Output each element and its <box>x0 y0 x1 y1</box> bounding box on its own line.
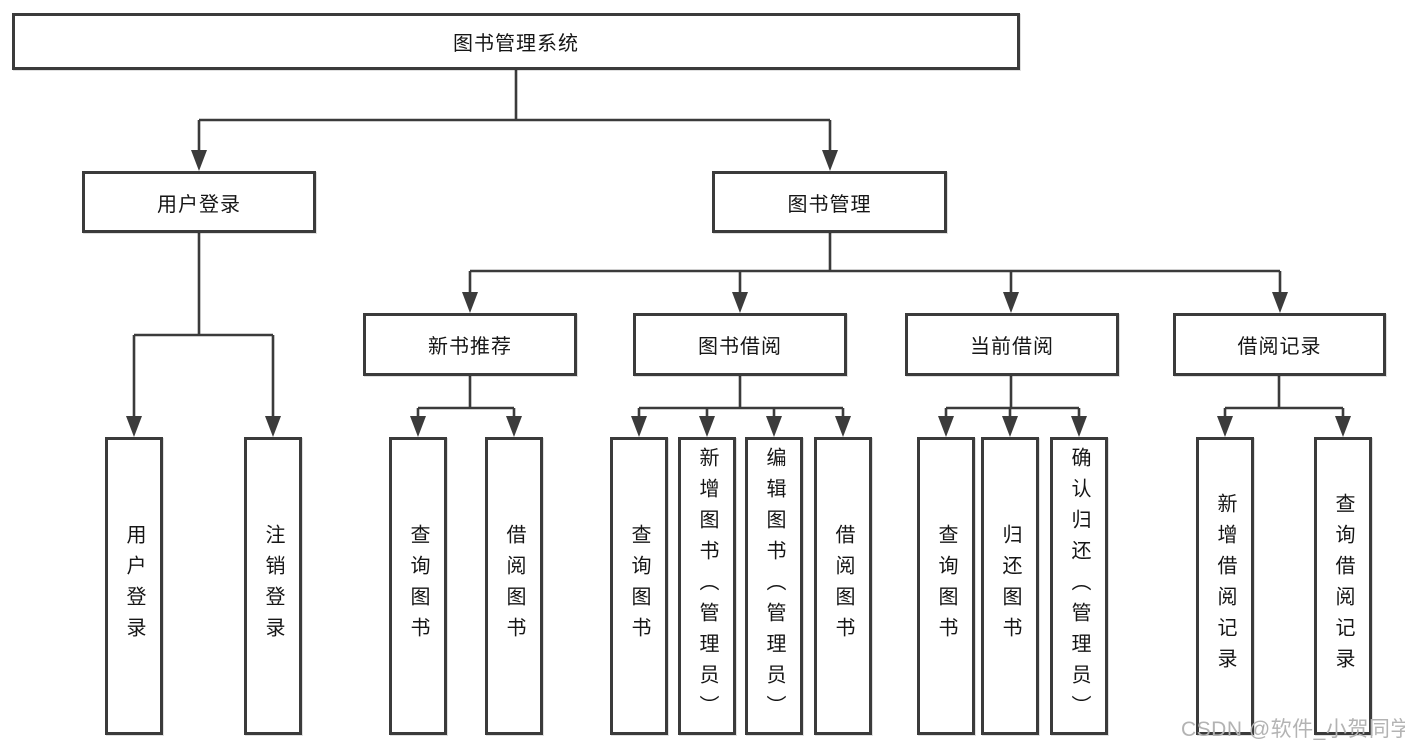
csdn-watermark: CSDN @软件_小贺同学 <box>1181 718 1405 741</box>
node-user-login: 用户登录 <box>82 171 316 233</box>
leaf-add-books-admin: 新增图书（管理员） <box>678 437 736 735</box>
leaf-borrow-books: 借阅图书 <box>814 437 872 735</box>
connector-lines <box>132 70 1345 432</box>
leaf-return-books: 归还图书 <box>981 437 1039 735</box>
leaf-confirm-return-admin: 确认归还（管理员） <box>1050 437 1108 735</box>
leaf-query-borrow-record: 查询借阅记录 <box>1314 437 1372 735</box>
node-book-management: 图书管理 <box>712 171 947 233</box>
leaf-query-books-recommend: 查询图书 <box>389 437 447 735</box>
node-library-management-system: 图书管理系统 <box>12 13 1020 70</box>
node-new-book-recommend: 新书推荐 <box>363 313 577 376</box>
node-current-borrow: 当前借阅 <box>905 313 1119 376</box>
node-borrow-records: 借阅记录 <box>1173 313 1386 376</box>
leaf-query-books-current: 查询图书 <box>917 437 975 735</box>
node-book-borrow: 图书借阅 <box>633 313 847 376</box>
leaf-add-borrow-record: 新增借阅记录 <box>1196 437 1254 735</box>
leaf-edit-books-admin: 编辑图书（管理员） <box>745 437 803 735</box>
leaf-logout: 注销登录 <box>244 437 302 735</box>
leaf-query-books-borrow: 查询图书 <box>610 437 668 735</box>
leaf-user-login: 用户登录 <box>105 437 163 735</box>
leaf-borrow-books-recommend: 借阅图书 <box>485 437 543 735</box>
